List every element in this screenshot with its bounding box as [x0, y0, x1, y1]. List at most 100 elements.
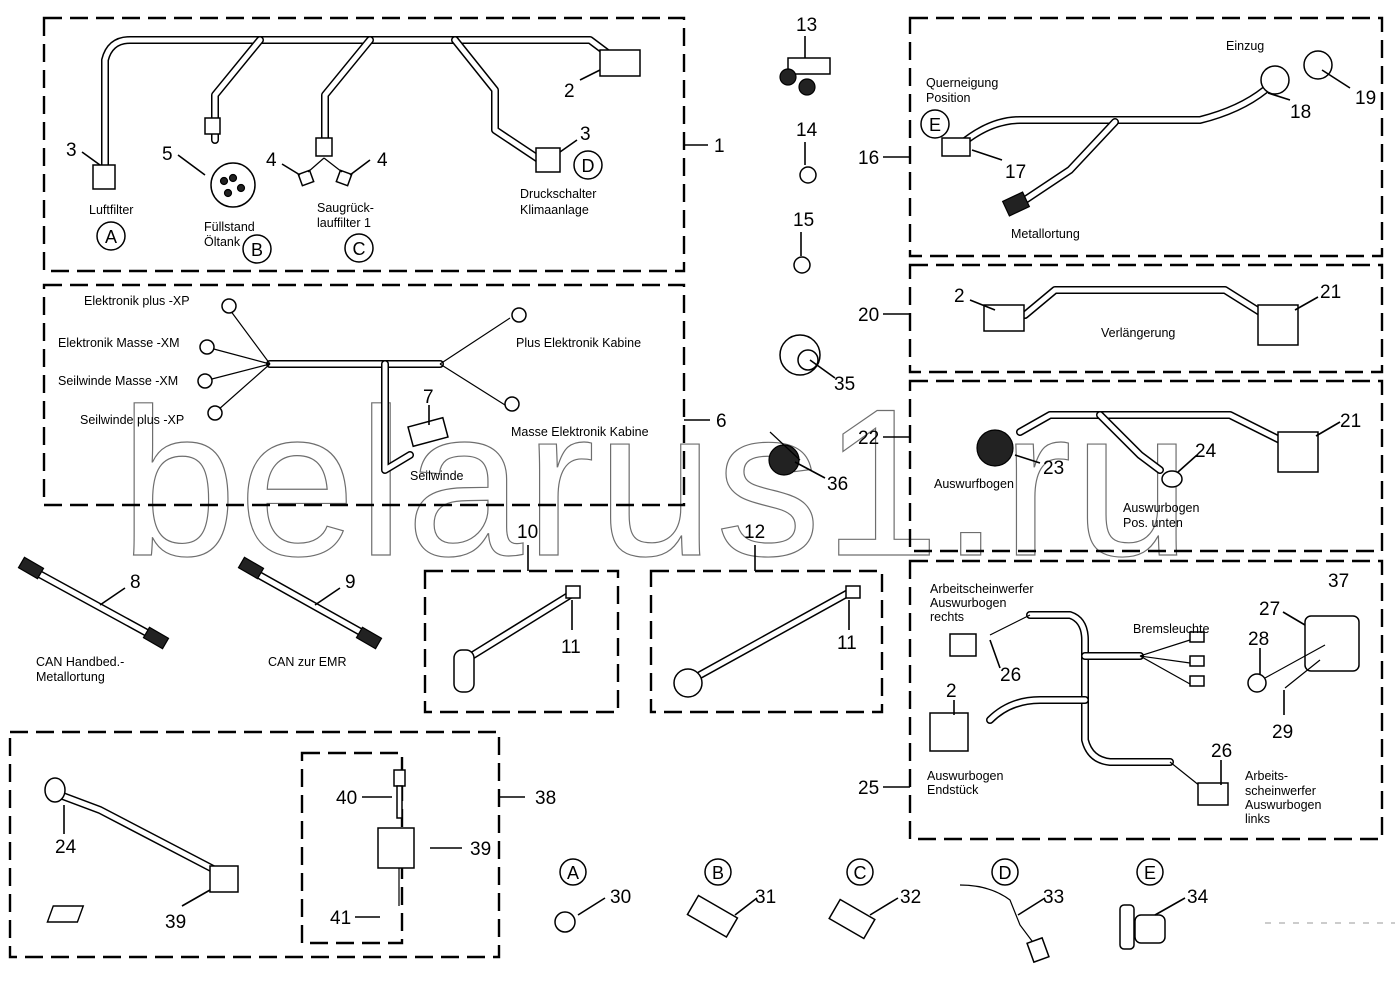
fuellstand-sensor-5	[210, 162, 256, 208]
part-14[interactable]: 14	[796, 120, 818, 184]
group-12-cable[interactable]: 12 11	[649, 522, 884, 714]
svg-text:D: D	[999, 863, 1012, 883]
group-22-harness[interactable]: 22 23 24 21 Auswurfbogen Auswurbogen Pos…	[858, 379, 1384, 553]
svg-text:32: 32	[900, 887, 921, 908]
watermark: belarus1.ru	[120, 365, 1193, 600]
group-10-box	[423, 569, 620, 714]
label-luftfilter: Luftfilter	[89, 203, 133, 217]
svg-text:9: 9	[345, 572, 356, 593]
group-16-harness[interactable]: 16 17 18 19 Querneigung Position Einzug …	[858, 16, 1384, 258]
sensor-D-33[interactable]: D 33	[959, 858, 1064, 964]
svg-text:34: 34	[1187, 887, 1209, 908]
connector-2	[983, 304, 1025, 332]
svg-text:18: 18	[1290, 102, 1311, 123]
svg-text:B: B	[712, 863, 724, 883]
svg-text:39: 39	[165, 912, 186, 933]
svg-text:scheinwerfer: scheinwerfer	[1245, 784, 1316, 798]
svg-text:CAN Handbed.-: CAN Handbed.-	[36, 655, 124, 669]
valve-plug-39	[209, 865, 239, 893]
svg-text:4: 4	[266, 150, 277, 171]
part-36[interactable]: 36	[768, 431, 848, 495]
gasket-41	[46, 905, 85, 923]
group-20-harness[interactable]: 20 2 21 Verlängerung	[858, 263, 1384, 374]
group-20-box	[908, 263, 1384, 374]
callout-20: 20	[858, 305, 879, 326]
svg-text:Arbeits-: Arbeits-	[1245, 769, 1288, 783]
svg-text:3: 3	[580, 124, 591, 145]
sensor-30-icon	[554, 911, 576, 933]
svg-text:Seilwinde: Seilwinde	[410, 469, 464, 483]
svg-text:35: 35	[834, 374, 855, 395]
svg-text:26: 26	[1211, 741, 1232, 762]
svg-text:Klimaanlage: Klimaanlage	[520, 203, 589, 217]
seilwinde-connector-7	[407, 416, 449, 448]
cap-dark-icon	[768, 444, 800, 476]
sensor-32-icon	[828, 898, 876, 940]
group-25-harness[interactable]: 25 26 2 26 27 28 29 37 Arbeitscheinwerfe…	[858, 559, 1384, 841]
svg-text:rechts: rechts	[930, 610, 964, 624]
sensor-B-31[interactable]: B 31	[686, 858, 776, 939]
group-25-box	[908, 559, 1384, 841]
connector-2	[929, 712, 969, 752]
svg-text:19: 19	[1355, 88, 1376, 109]
svg-text:lauffilter 1: lauffilter 1	[317, 216, 371, 230]
svg-text:8: 8	[130, 572, 141, 593]
svg-text:13: 13	[796, 15, 817, 36]
svg-text:4: 4	[377, 150, 388, 171]
connector-2	[599, 49, 641, 77]
svg-text:21: 21	[1340, 411, 1361, 432]
cap-19	[1303, 50, 1333, 80]
letter-E: E	[929, 115, 941, 135]
svg-text:Verlängerung: Verlängerung	[1101, 326, 1175, 340]
round-plug	[673, 668, 703, 698]
cable-8[interactable]: 8 CAN Handbed.- Metallortung	[17, 556, 170, 684]
sensor-33-icon	[1026, 936, 1050, 964]
letter-A: A	[105, 227, 117, 247]
svg-text:7: 7	[423, 387, 434, 408]
svg-text:28: 28	[1248, 629, 1269, 650]
sensor-C-32[interactable]: C 32	[828, 858, 921, 940]
svg-text:CAN zur EMR: CAN zur EMR	[268, 655, 346, 669]
svg-text:24: 24	[55, 837, 77, 858]
group-38-cable[interactable]: 38 24 39 40 39 41	[8, 730, 556, 959]
group-6-harness[interactable]: 6 7 Elektronik plus -XP Elektronik Masse…	[42, 283, 727, 507]
sensor-34-bracket	[1119, 904, 1135, 950]
svg-text:Einzug: Einzug	[1226, 39, 1264, 53]
connector-26-left	[1197, 782, 1229, 806]
letter-C: C	[353, 239, 366, 259]
connector-23	[976, 429, 1014, 467]
connector-21	[1277, 431, 1319, 473]
svg-text:C: C	[854, 863, 867, 883]
svg-text:Füllstand: Füllstand	[204, 220, 255, 234]
group-10-cable[interactable]: 10 11	[423, 522, 620, 714]
cable-9[interactable]: 9 CAN zur EMR	[237, 556, 383, 669]
svg-text:23: 23	[1043, 458, 1064, 479]
letter-B: B	[251, 240, 263, 260]
clamp-small-icon	[793, 256, 811, 274]
svg-text:27: 27	[1259, 599, 1280, 620]
part-35[interactable]: 35	[779, 334, 855, 395]
svg-text:21: 21	[1320, 282, 1341, 303]
svg-text:Seilwinde Masse -XM: Seilwinde Masse -XM	[58, 374, 178, 388]
svg-text:Querneigung: Querneigung	[926, 76, 998, 90]
bulb-28	[1247, 673, 1267, 693]
svg-text:Elektronik plus -XP: Elektronik plus -XP	[84, 294, 190, 308]
connector-21	[1257, 304, 1299, 346]
part-15[interactable]: 15	[793, 210, 814, 274]
group-1-harness[interactable]: 1 3 5 4 4 2 3 Luftfilter Fül	[42, 16, 725, 273]
svg-text:5: 5	[162, 144, 173, 165]
sensor-A-30[interactable]: A 30	[554, 858, 631, 933]
sensor-E-34[interactable]: E 34	[1119, 858, 1209, 950]
connector-3-right	[535, 147, 561, 173]
callout-25: 25	[858, 778, 879, 799]
part-13[interactable]: 13	[779, 15, 831, 96]
connector-3-left	[92, 164, 116, 190]
svg-text:33: 33	[1043, 887, 1064, 908]
svg-text:3: 3	[66, 140, 77, 161]
clamp-icon	[799, 166, 817, 184]
svg-text:12: 12	[744, 522, 765, 543]
sensor-31-icon	[686, 894, 739, 939]
tee-connector-icon	[787, 57, 831, 75]
svg-text:Öltank: Öltank	[204, 235, 241, 249]
